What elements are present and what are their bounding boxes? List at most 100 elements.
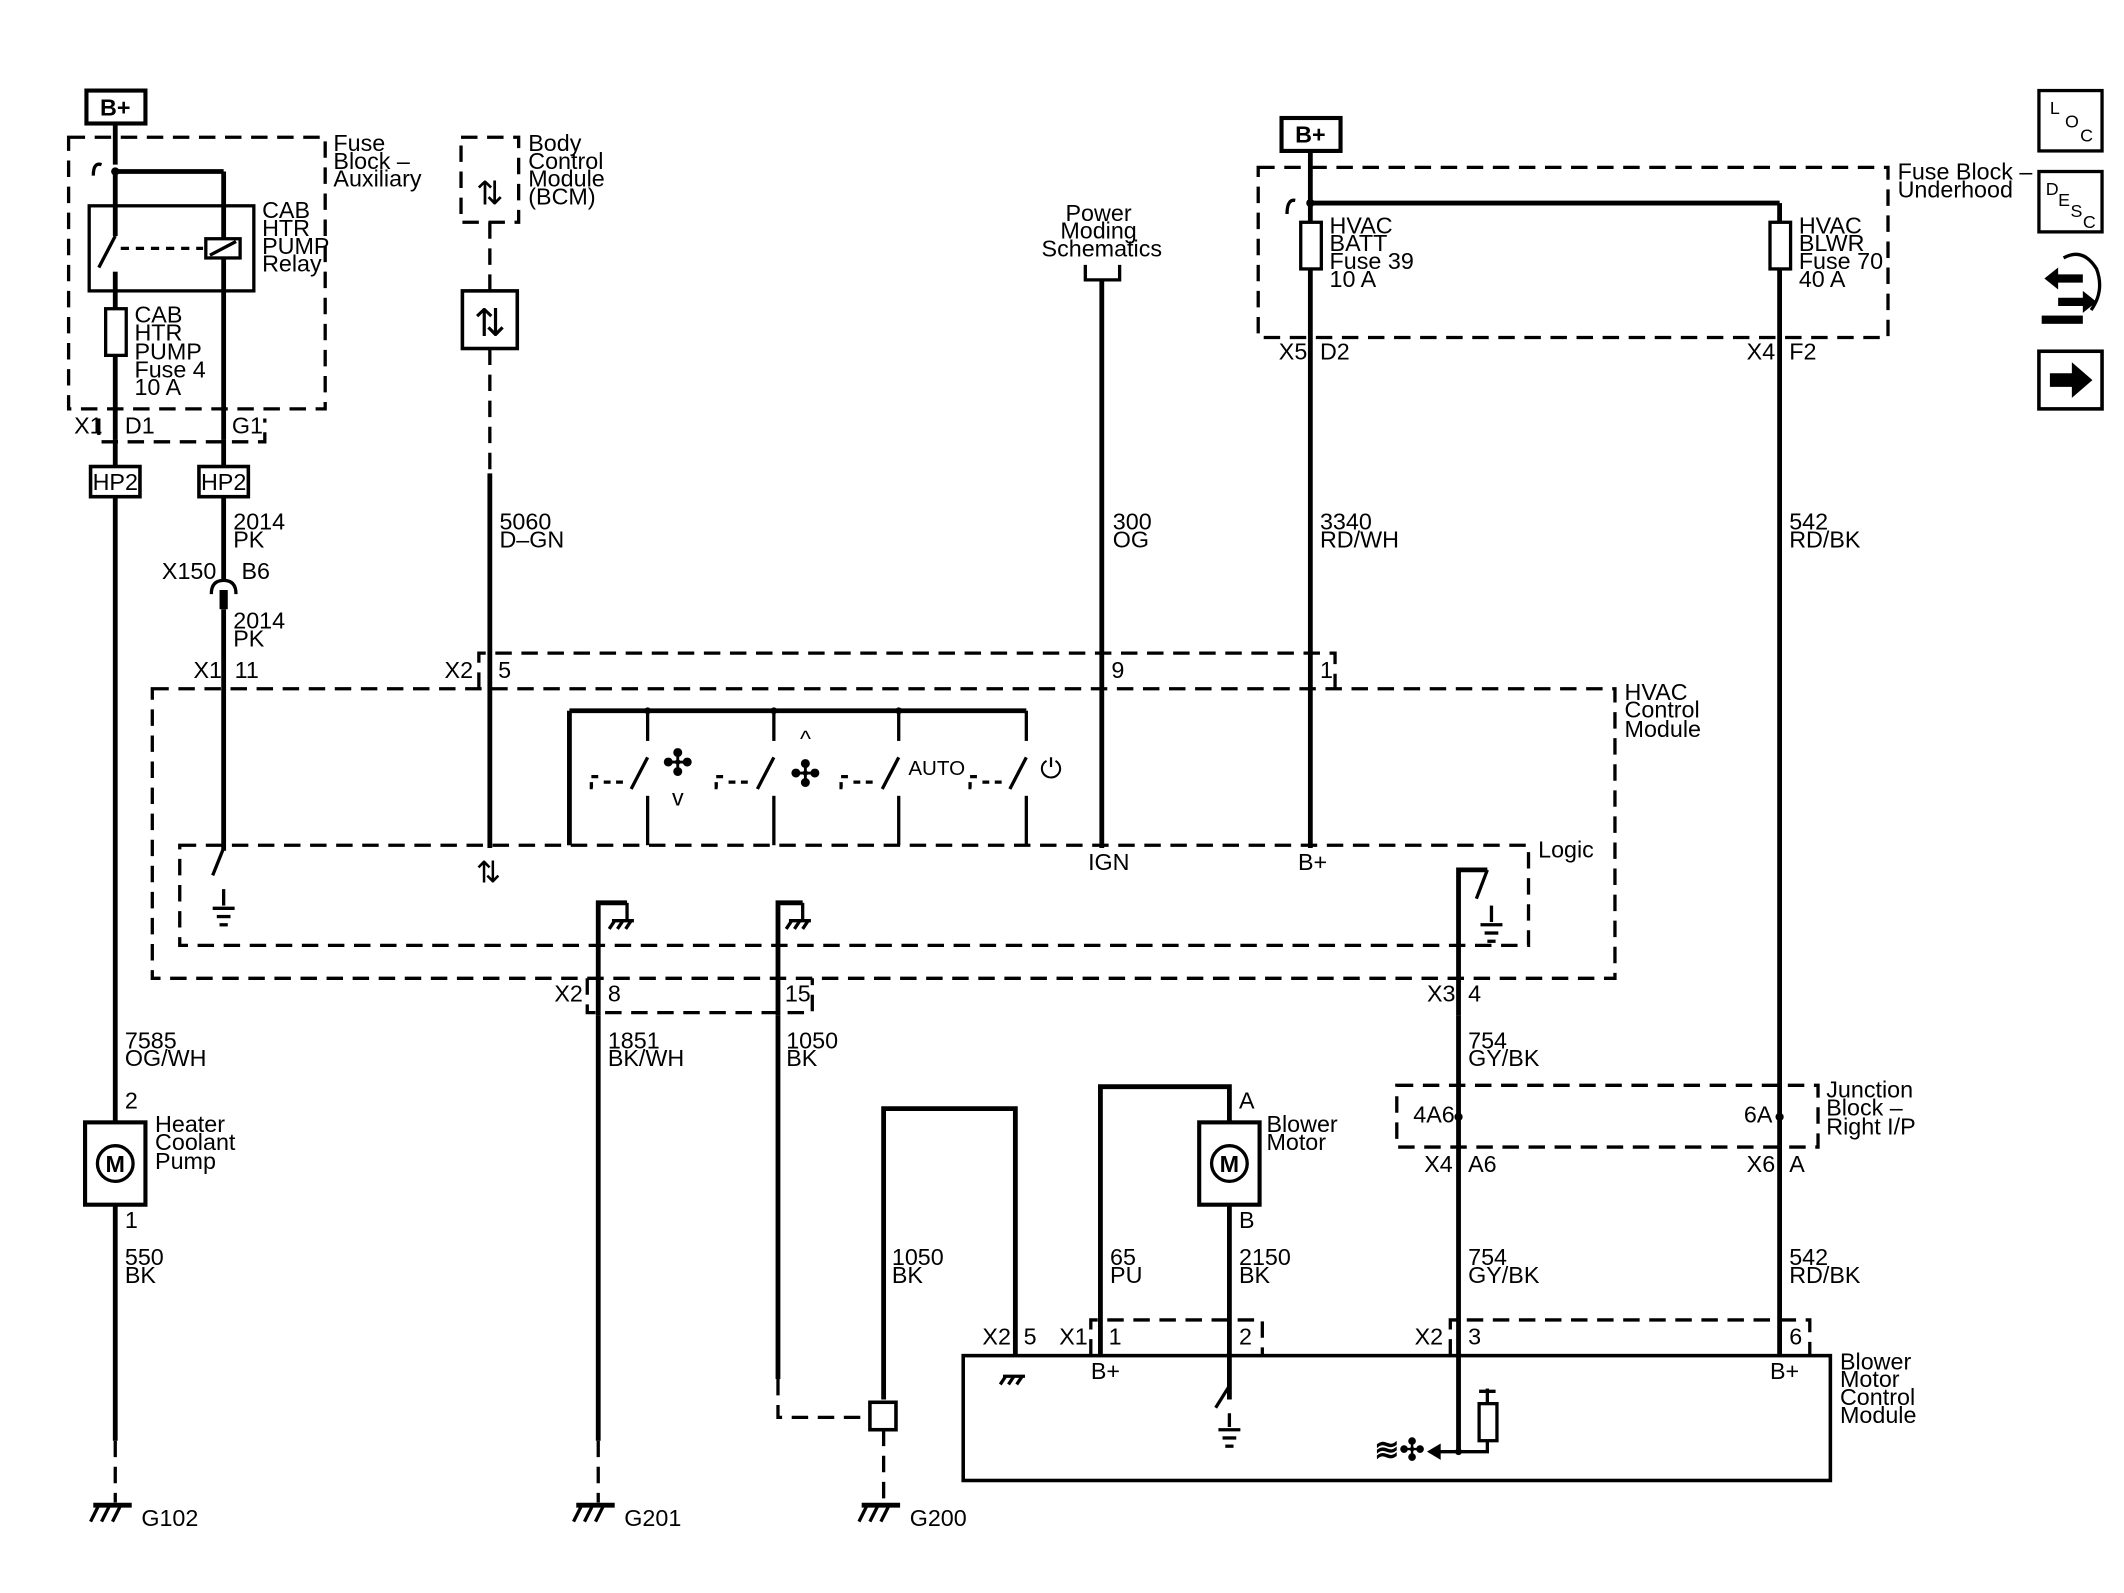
hp2-connector-left: HP2 (88, 464, 142, 499)
chassis-ground-icon (784, 902, 811, 930)
wire-5060-label: 5060 D–GN (499, 509, 564, 553)
wire-754-label-b: 754 GY/BK (1468, 1244, 1540, 1288)
svg-text:8: 8 (608, 981, 621, 1007)
svg-text:O: O (2065, 112, 2079, 132)
bcm-label: Body Control Module (BCM) (528, 130, 611, 210)
fuse-39-icon (1299, 220, 1323, 271)
fuse-block-auxiliary: Fuse Block – Auxiliary CAB HTR PUMP Rela… (66, 130, 422, 444)
relay-box (87, 204, 256, 293)
svg-text:M: M (106, 1151, 125, 1177)
chassis-ground-icon (998, 1374, 1025, 1386)
wire-542-label-b: 542 RD/BK (1789, 1244, 1861, 1288)
wire-754-label-a: 754 GY/BK (1468, 1027, 1540, 1071)
svg-text:X4: X4 (1747, 338, 1776, 364)
bplus-box-left: B+ (84, 88, 148, 126)
svg-text:B+: B+ (100, 94, 130, 120)
connector-view-icon[interactable] (2041, 252, 2102, 324)
svg-text:2: 2 (1239, 1324, 1252, 1350)
svg-text:4A6: 4A6 (1413, 1101, 1454, 1127)
svg-text:G200: G200 (910, 1505, 967, 1531)
fuse-block-uh-label: Fuse Block – Underhood (1898, 159, 2039, 203)
fan-decrease-icon: ✣ (663, 743, 693, 783)
svg-text:X1: X1 (193, 657, 222, 683)
svg-text:HP2: HP2 (93, 469, 138, 495)
svg-text:6A: 6A (1744, 1101, 1773, 1127)
svg-text:B+: B+ (1091, 1358, 1120, 1384)
fuse-4-icon (104, 307, 128, 358)
chassis-ground-icon (607, 902, 634, 930)
svg-text:Logic: Logic (1538, 837, 1594, 863)
serial-data-arrow-icon: ⇅ (474, 302, 506, 345)
splice-icon (868, 1400, 898, 1432)
chevron-up-icon: ^ (800, 725, 811, 751)
svg-text:1: 1 (125, 1207, 138, 1233)
svg-text:X3: X3 (1427, 981, 1456, 1007)
fuse-block-underhood: Fuse Block – Underhood HVAC BATT Fuse 39… (1256, 159, 2039, 364)
svg-text:X1: X1 (1059, 1324, 1088, 1350)
heater-pump-label: Heater Coolant Pump (155, 1111, 242, 1174)
svg-text:C: C (2083, 212, 2096, 232)
svg-text:D1: D1 (125, 413, 155, 439)
svg-text:X4: X4 (1424, 1151, 1453, 1177)
x150-inline-connector: X150 B6 (162, 558, 270, 610)
svg-text:4: 4 (1468, 981, 1481, 1007)
blower-module-label: Blower Motor Control Module (1840, 1348, 1922, 1428)
svg-text:B+: B+ (1295, 122, 1325, 148)
switch-bank: ✣ v ^ ✣ AUTO ⏻ (567, 707, 1062, 846)
desc-icon[interactable]: D E S C (2037, 169, 2104, 234)
blower-motor-label: Blower Motor (1266, 1111, 1344, 1155)
wire-1851-label: 1851 BK/WH (608, 1027, 684, 1071)
svg-text:B6: B6 (241, 558, 270, 584)
svg-text:A6: A6 (1468, 1151, 1497, 1177)
wire-550-label: 550 BK (125, 1244, 170, 1288)
bidirectional-arrow-icon: ⇅ (476, 174, 504, 211)
svg-text:6: 6 (1789, 1324, 1802, 1350)
svg-text:B+: B+ (1770, 1358, 1799, 1384)
fuse-39-label: HVAC BATT Fuse 39 10 A (1330, 212, 1421, 292)
fuse-70-icon (1768, 220, 1793, 271)
svg-text:G102: G102 (141, 1505, 198, 1531)
svg-text:L: L (2050, 98, 2060, 118)
svg-text:B: B (1239, 1207, 1255, 1233)
serial-data-box: ⇅ (460, 289, 520, 351)
fuse-70-label: HVAC BLWR Fuse 70 40 A (1799, 212, 1890, 292)
svg-text:D2: D2 (1320, 338, 1350, 364)
wire-2150-label: 2150 BK (1239, 1244, 1297, 1288)
blower-motor: M A B Blower Motor (1197, 1088, 1344, 1233)
fan-increase-icon: ✣ (790, 754, 820, 794)
svg-text:X1: X1 (74, 413, 103, 439)
svg-text:B+: B+ (1298, 849, 1327, 875)
junction-block-label: Junction Block – Right I/P (1826, 1077, 1919, 1140)
ground-icon (1480, 923, 1503, 943)
wire-542-label-a: 542 RD/BK (1789, 509, 1861, 553)
svg-text:A: A (1239, 1088, 1255, 1114)
svg-text:X2: X2 (445, 657, 474, 683)
hvac-control-module: HVAC Control Module X1 11 X2 5 9 1 Logic… (150, 651, 1701, 1016)
power-moding-label: Power Moding Schematics (1042, 200, 1163, 262)
svg-text:A: A (1789, 1151, 1805, 1177)
svg-text:1: 1 (1109, 1324, 1122, 1350)
fuse-block-aux-label: Fuse Block – Auxiliary (333, 130, 421, 192)
svg-text:X6: X6 (1747, 1151, 1776, 1177)
resistor-icon (1477, 1402, 1499, 1443)
svg-text:1: 1 (1320, 657, 1333, 683)
wire-2014-label-a: 2014 PK (233, 509, 291, 553)
loc-icon[interactable]: L O C (2037, 88, 2104, 153)
svg-text:15: 15 (785, 981, 811, 1007)
chevron-down-icon: v (672, 784, 684, 810)
power-moding-ref: Power Moding Schematics (1042, 200, 1163, 282)
fan-speed-icon: ≋✣ (1374, 1434, 1425, 1467)
next-page-icon[interactable] (2037, 349, 2104, 411)
svg-text:D: D (2046, 179, 2059, 199)
svg-text:AUTO: AUTO (908, 757, 965, 780)
svg-text:2: 2 (125, 1088, 138, 1114)
wire-1050-label-b: 1050 BK (892, 1244, 950, 1288)
svg-text:S: S (2070, 201, 2082, 221)
logic-block (178, 843, 1531, 948)
junction-block-right-ip: 4A6 6A Junction Block – Right I/P X4 A6 … (1395, 1077, 1919, 1177)
svg-text:X150: X150 (162, 558, 216, 584)
wire-65-label: 65 PU (1110, 1244, 1142, 1288)
bplus-box-right: B+ (1279, 115, 1343, 153)
svg-text:X2: X2 (982, 1324, 1011, 1350)
ground-g200: G200 (857, 1502, 967, 1531)
